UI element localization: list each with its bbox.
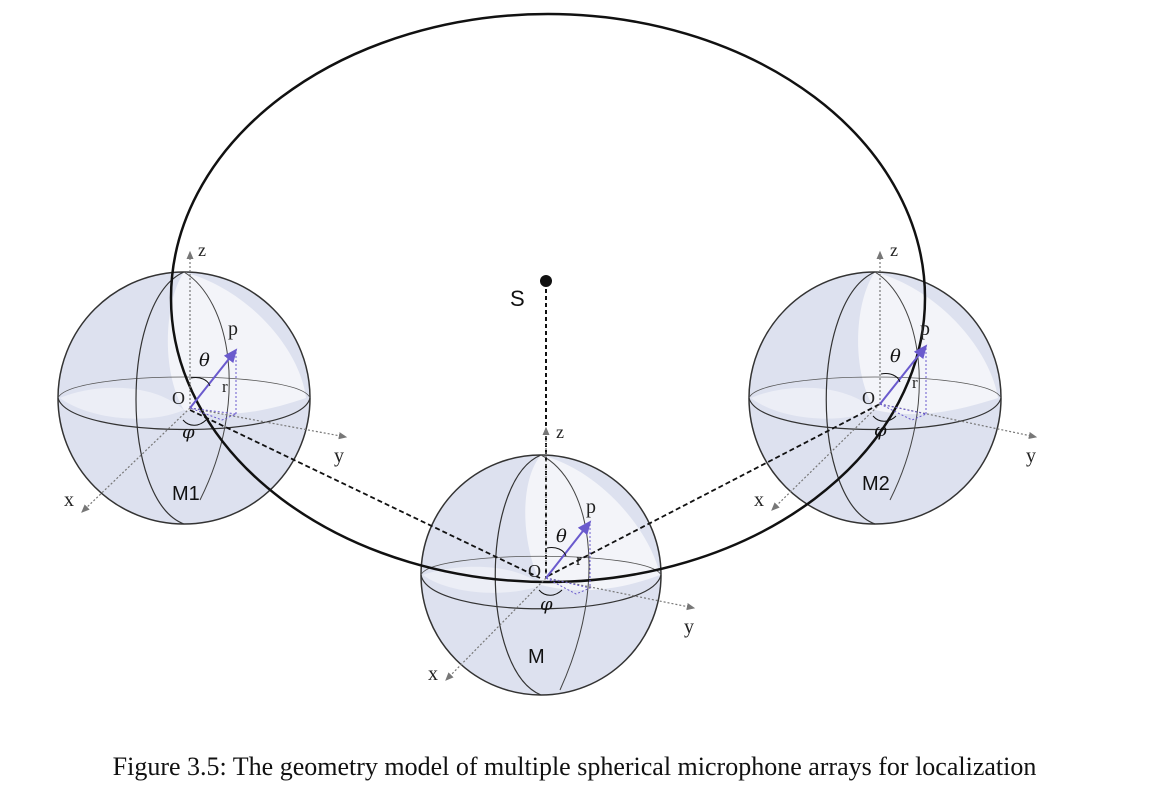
m2-phi-label: φ bbox=[874, 420, 887, 441]
m2-vector-p bbox=[879, 344, 928, 405]
m-theta-label: θ bbox=[556, 526, 567, 547]
source-circle bbox=[169, 12, 927, 584]
m2-name-label: M2 bbox=[862, 473, 890, 495]
m1-phi-label: φ bbox=[182, 422, 195, 443]
m-vector-p bbox=[545, 520, 592, 579]
m1-name-label: M1 bbox=[172, 483, 200, 505]
m2-origin-label: O bbox=[862, 388, 875, 408]
source-point bbox=[540, 275, 552, 287]
m1-axes bbox=[81, 250, 348, 513]
m-radius-label: r bbox=[576, 550, 582, 569]
m1-theta-label: θ bbox=[199, 350, 210, 371]
m1-origin-label: O bbox=[172, 388, 185, 408]
m1-radius-label: r bbox=[222, 377, 228, 396]
m1-axis-x-label: x bbox=[64, 489, 74, 511]
m2-point-label: p bbox=[920, 318, 930, 340]
m-origin-label: O bbox=[528, 561, 541, 581]
m1-axis-z-label: z bbox=[198, 240, 206, 260]
m1-axis-y-label: y bbox=[334, 445, 344, 467]
m-name-label: M bbox=[528, 646, 545, 668]
sphere-m2 bbox=[748, 271, 1002, 525]
m2-axis-z-label: z bbox=[890, 240, 898, 260]
sphere-m bbox=[420, 454, 662, 696]
figure-caption: Figure 3.5: The geometry model of multip… bbox=[112, 752, 1037, 781]
m-to-m2-line bbox=[547, 403, 881, 577]
m1-to-m-line bbox=[189, 409, 541, 579]
m-axis-y-label: y bbox=[684, 616, 694, 638]
m1-point-label: p bbox=[228, 318, 238, 340]
m-axes bbox=[445, 426, 696, 681]
m-axis-x-label: x bbox=[428, 663, 438, 685]
m2-theta-label: θ bbox=[890, 346, 901, 367]
m2-radius-label: r bbox=[912, 373, 918, 392]
m2-axis-y-label: y bbox=[1026, 445, 1036, 467]
m-axis-z-label: z bbox=[556, 422, 564, 442]
m-phi-label: φ bbox=[540, 594, 553, 615]
m2-axes bbox=[771, 250, 1038, 511]
m2-axis-x-label: x bbox=[754, 489, 764, 511]
m-point-label: p bbox=[586, 496, 596, 518]
m1-vector-p bbox=[189, 348, 238, 409]
source-label: S bbox=[510, 286, 525, 311]
